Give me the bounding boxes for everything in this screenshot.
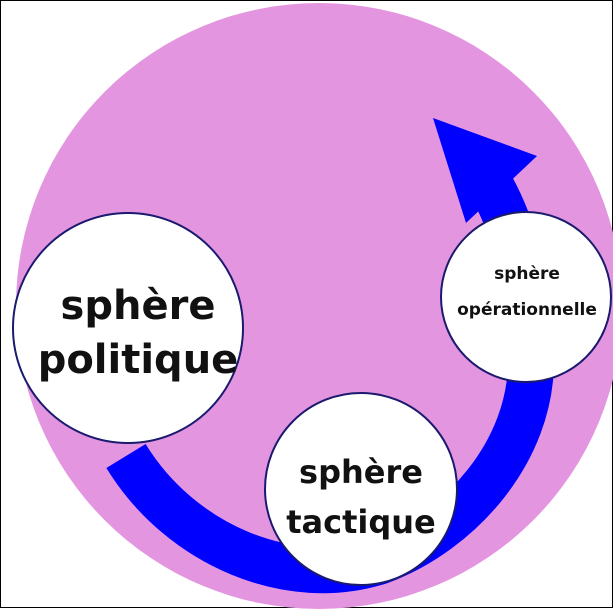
node-label-operationnelle-line2: opérationnelle bbox=[457, 300, 597, 320]
node-label-tactique-line1: sphère bbox=[299, 453, 423, 491]
node-circle-politique bbox=[12, 212, 244, 444]
node-label-politique-line2: politique bbox=[38, 337, 239, 383]
node-label-politique-line1: sphère bbox=[61, 283, 216, 329]
node-label-tactique-line2: tactique bbox=[286, 503, 436, 541]
node-circle-operationnelle bbox=[440, 211, 612, 383]
cycle-arrow-head bbox=[433, 118, 537, 223]
node-circle-tactique bbox=[264, 392, 458, 586]
node-label-operationnelle-line1: sphère bbox=[494, 264, 560, 284]
